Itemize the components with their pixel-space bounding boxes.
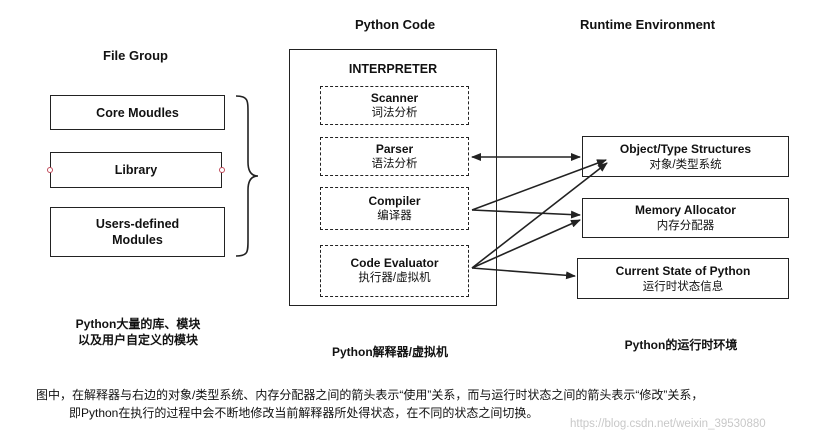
interpreter-box[interactable] (289, 49, 497, 306)
parser-cn-label: 语法分析 (371, 157, 418, 170)
users-defined-label-line1: Users-defined (95, 217, 180, 231)
watermark-url: https://blog.csdn.net/weixin_39530880 (570, 418, 766, 430)
scanner-label: Scanner (370, 90, 419, 105)
scanner-cn-label: 词法分析 (371, 106, 418, 119)
parser-label: Parser (375, 141, 414, 156)
memory-allocator-label: Memory Allocator (635, 203, 736, 217)
interpreter-title: INTERPRETER (348, 62, 438, 76)
library-box[interactable]: Library (50, 152, 222, 188)
compiler-box[interactable]: Compiler 编译器 (320, 187, 469, 230)
code-evaluator-label: Code Evaluator (350, 256, 439, 270)
arrow-evaluator-to-current-state (471, 267, 576, 280)
memory-allocator-cn-label: 内存分配器 (656, 220, 715, 232)
core-modules-box[interactable]: Core Moudles (50, 95, 225, 130)
compiler-label: Compiler (368, 193, 421, 208)
interpreter-caption: Python解释器/虚拟机 (332, 345, 448, 359)
scanner-box[interactable]: Scanner 词法分析 (320, 86, 469, 125)
runtime-caption: Python的运行时环境 (624, 338, 738, 352)
file-group-caption-line1: Python大量的库、模块 (75, 317, 201, 331)
library-label: Library (114, 163, 158, 177)
current-state-box[interactable]: Current State of Python 运行时状态信息 (577, 258, 789, 299)
current-state-label: Current State of Python (615, 263, 751, 278)
parser-box[interactable]: Parser 语法分析 (320, 137, 469, 176)
arrow-compiler-to-memory (471, 209, 581, 219)
object-type-structures-box[interactable]: Object/Type Structures 对象/类型系统 (582, 136, 789, 177)
python-code-heading: Python Code (355, 17, 436, 32)
current-state-cn-label: 运行时状态信息 (642, 280, 724, 293)
code-evaluator-cn-label: 执行器/虚拟机 (358, 272, 431, 284)
users-defined-modules-box[interactable]: Users-defined Modules (50, 207, 225, 257)
users-defined-label-line2: Modules (112, 233, 163, 247)
arrow-evaluator-to-memory (471, 219, 581, 269)
object-type-structures-label: Object/Type Structures (619, 141, 752, 156)
code-evaluator-box[interactable]: Code Evaluator 执行器/虚拟机 (320, 245, 469, 297)
arrow-compiler-to-object-types (471, 159, 607, 211)
file-group-caption-line2: 以及用户自定义的模块 (77, 333, 198, 347)
explanation-line1: 图中，在解释器与右边的对象/类型系统、内存分配器之间的箭头表示“使用”关系，而与… (36, 388, 704, 402)
compiler-cn-label: 编译器 (377, 209, 412, 222)
file-group-caption: Python大量的库、模块 以及用户自定义的模块 (68, 316, 208, 348)
library-right-handle[interactable] (219, 167, 225, 173)
file-group-heading: File Group (103, 48, 168, 63)
object-type-structures-cn-label: 对象/类型系统 (649, 158, 722, 171)
explanation-line2: 即Python在执行的过程中会不断地修改当前解释器所处得状态，在不同的状态之间切… (69, 406, 539, 420)
runtime-environment-heading: Runtime Environment (580, 17, 716, 32)
library-left-handle[interactable] (47, 167, 53, 173)
core-modules-label: Core Moudles (96, 105, 179, 120)
memory-allocator-box[interactable]: Memory Allocator 内存分配器 (582, 198, 789, 238)
arrow-evaluator-to-object-types (471, 162, 608, 269)
file-group-brace (235, 95, 259, 257)
